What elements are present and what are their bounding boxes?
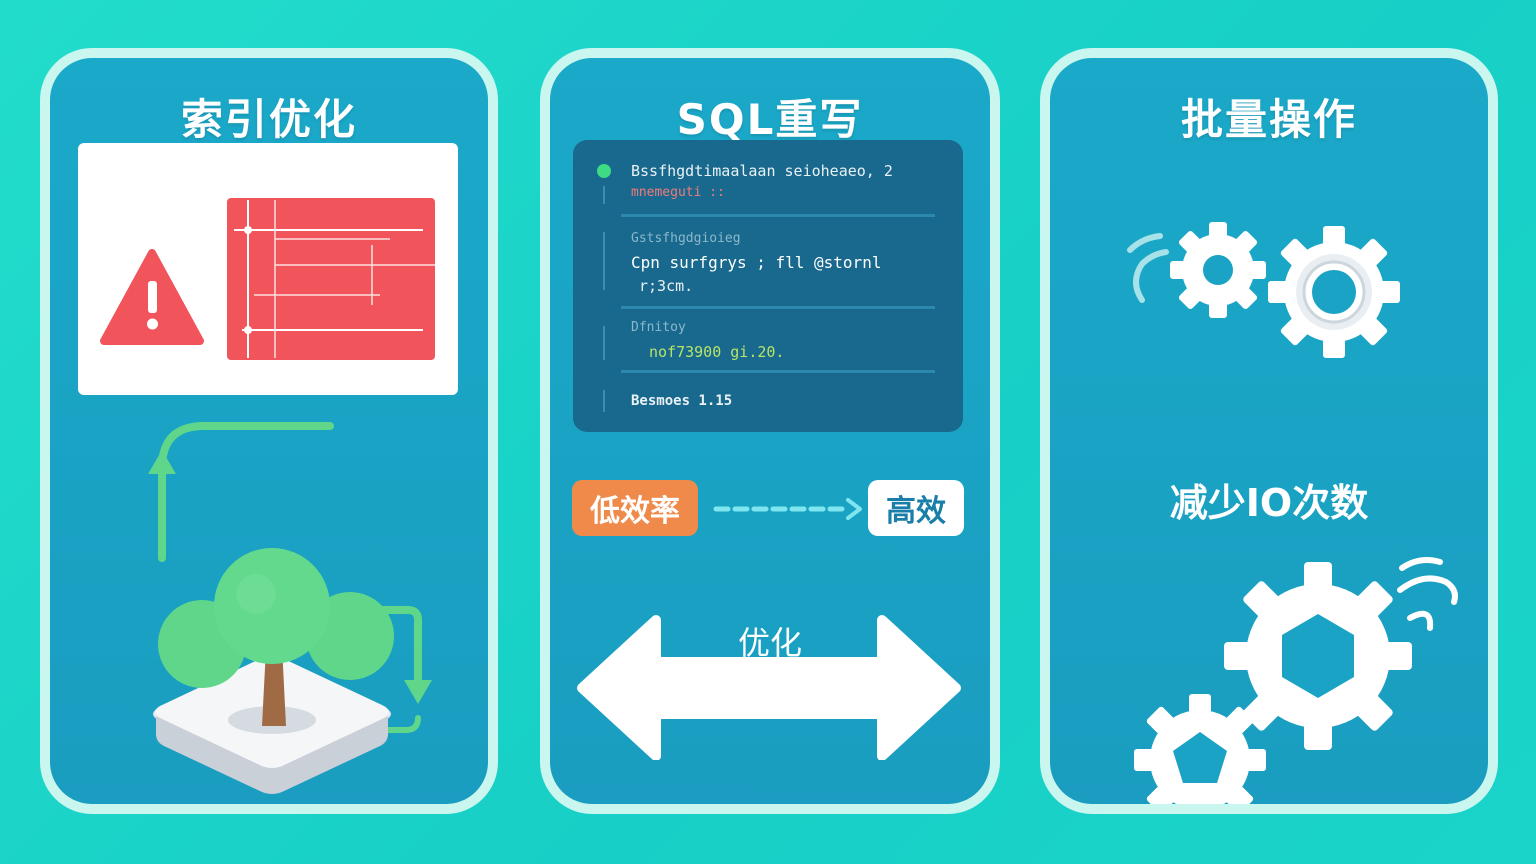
signal-icon bbox=[1397, 557, 1458, 631]
gear-icon bbox=[1268, 226, 1400, 358]
code-line: Cpn surfgrys ; fll @stornl bbox=[631, 253, 882, 272]
gear-icon bbox=[1170, 222, 1266, 318]
code-line: r;3cm. bbox=[639, 277, 694, 295]
reduce-io-label: 减少IO次数 bbox=[1169, 481, 1369, 525]
gear-icon bbox=[1134, 694, 1266, 804]
code-line: nof73900 gi.20. bbox=[649, 343, 785, 361]
code-line: mnemeguti :: bbox=[631, 185, 725, 200]
panel-index-optimization: 索引优化 bbox=[40, 48, 498, 814]
panel-title: 批量操作 bbox=[1180, 95, 1357, 144]
code-line: Besmoes 1.15 bbox=[631, 393, 733, 409]
panel-title: SQL重写 bbox=[676, 95, 864, 144]
btree-illustration bbox=[148, 422, 432, 794]
gear-icon bbox=[1224, 562, 1412, 750]
table-icon bbox=[227, 198, 435, 360]
index-card bbox=[78, 143, 458, 395]
code-line: Gstsfhgdgioieg bbox=[631, 231, 741, 246]
tree-icon bbox=[158, 548, 394, 726]
signal-icon bbox=[1127, 233, 1169, 303]
status-dot bbox=[597, 164, 611, 178]
optimize-label: 优化 bbox=[737, 624, 802, 662]
gears-bottom-illustration bbox=[1134, 557, 1458, 804]
label-inefficient: 低效率 bbox=[572, 480, 698, 536]
panel-title: 索引优化 bbox=[180, 95, 357, 144]
refresh-arrow-icon bbox=[148, 422, 334, 562]
double-arrow-icon bbox=[577, 615, 961, 760]
warning-table-illustration bbox=[100, 198, 435, 360]
code-line: Bssfhgdtimaalaan seioheaeo, 2 bbox=[631, 162, 893, 180]
panel-batch-operations: 批量操作 bbox=[1040, 48, 1498, 814]
code-editor: Bssfhgdtimaalaan seioheaeo, 2 mnemeguti … bbox=[573, 140, 963, 432]
dashed-arrow-icon bbox=[713, 498, 862, 520]
label-efficient: 高效 bbox=[868, 480, 964, 536]
gears-top-illustration bbox=[1127, 222, 1400, 358]
panel-sql-rewrite: SQL重写 Bssfhgdtimaalaan seioheaeo, 2 mnem… bbox=[540, 48, 1000, 814]
warning-icon bbox=[100, 249, 204, 345]
down-arrow-icon bbox=[376, 606, 432, 733]
code-line: Dfnitoy bbox=[631, 320, 686, 335]
